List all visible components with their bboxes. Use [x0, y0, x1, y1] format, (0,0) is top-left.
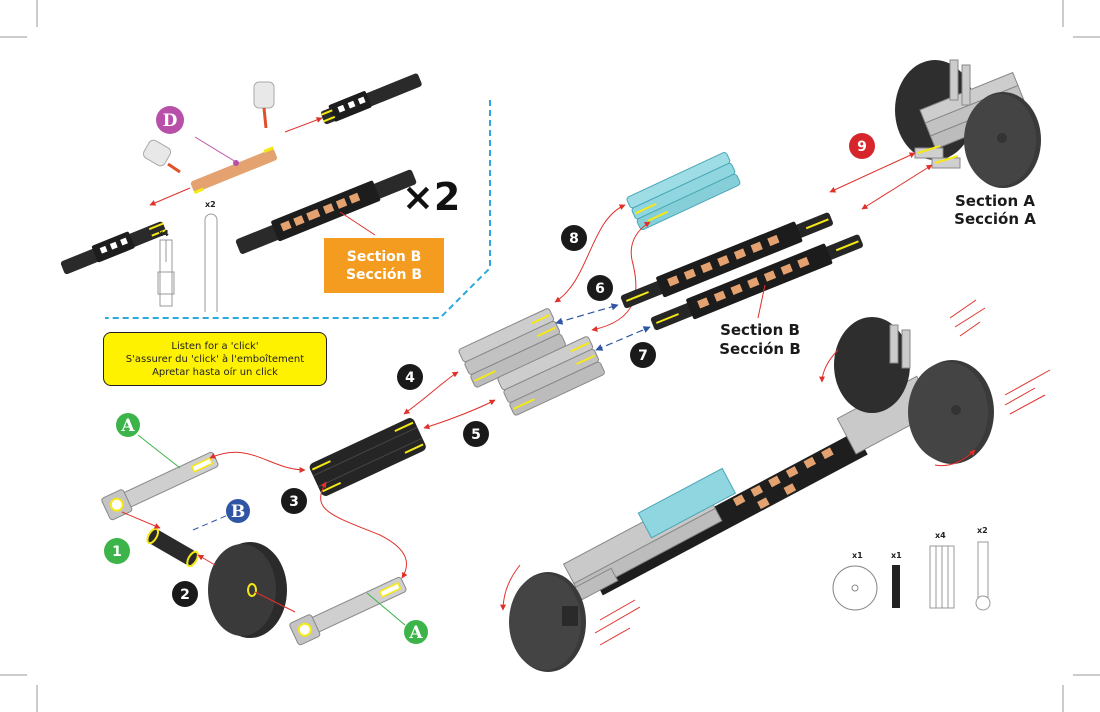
qty-label: x1: [852, 551, 863, 560]
grey-plate-stack-part: [497, 336, 605, 416]
step-badge-2: 2: [172, 581, 198, 607]
step-arrow: [423, 399, 496, 430]
step-badge-6: 6: [587, 275, 613, 301]
section-b-rail: [620, 212, 833, 309]
inset-copper-plate: [190, 146, 278, 195]
letter-badge-b: B: [226, 499, 250, 523]
letter-badge-d: D: [156, 106, 184, 134]
section-a-label: Section A: [955, 192, 1035, 210]
step-badge-1: 1: [104, 538, 130, 564]
inset-right-rail: [320, 73, 422, 125]
click-note-line: S'assurer du 'click' à l'emboîtement: [125, 353, 305, 365]
click-note: Listen for a 'click' S'assurer du 'click…: [103, 332, 327, 386]
step-badge-4: 4: [397, 364, 423, 390]
inset-left-rail: [60, 221, 167, 275]
step-arrow: [121, 511, 161, 529]
svg-text:1: 1: [112, 544, 122, 560]
svg-text:2: 2: [180, 587, 190, 603]
connector-pin-part: [157, 239, 175, 307]
inset-assembled-rail: [235, 169, 417, 254]
step-arrow: [595, 326, 651, 351]
step-arrow: [829, 152, 916, 193]
long-rod-part: [204, 213, 218, 312]
svg-text:8: 8: [569, 231, 579, 247]
svg-text:B: B: [231, 502, 245, 522]
leader-line: [366, 592, 406, 626]
motion-lines: [500, 299, 1051, 646]
qty-label: x1: [891, 551, 902, 560]
inset-section-b-label: Section B Sección B: [324, 238, 444, 293]
step-arrow: [861, 164, 933, 210]
svg-text:6: 6: [595, 281, 605, 297]
inset-divider: [105, 100, 491, 319]
parts-list-wheel: [832, 565, 878, 611]
step-arrow: [209, 451, 306, 473]
click-note-line: Listen for a 'click': [171, 340, 259, 352]
inset-arrow: [149, 187, 191, 206]
section-b-label: Sección B: [719, 340, 801, 358]
qty-label: x2: [205, 200, 216, 209]
svg-text:7: 7: [638, 348, 648, 364]
inset-section-b-line: Section B: [346, 248, 422, 265]
black-plate-part: [309, 418, 426, 496]
svg-text:A: A: [120, 416, 135, 436]
step-arrow: [254, 591, 296, 613]
inset-section-b-line: Sección B: [345, 266, 423, 283]
step-arrow: [320, 481, 408, 579]
letter-badge-a: A: [404, 620, 428, 644]
qty-label: x4: [935, 531, 946, 540]
parts-list-plate-stack: [929, 545, 955, 609]
parts-list: x1 x1 x4 x2: [832, 526, 991, 611]
parts-list-axle-arm: [975, 541, 991, 611]
step-arrow: [554, 204, 626, 303]
qty-label: x2: [977, 526, 988, 535]
multiplier-label: ×2: [402, 175, 461, 219]
svg-text:9: 9: [857, 139, 867, 155]
step-badge-5: 5: [463, 421, 489, 447]
svg-text:5: 5: [471, 427, 481, 443]
glue-bottle-icon: [142, 139, 181, 174]
section-b-label: Section B: [720, 321, 800, 339]
svg-text:A: A: [408, 623, 423, 643]
step-badge-7: 7: [630, 342, 656, 368]
parts-list-tube: [892, 565, 900, 608]
step-badge-3: 3: [281, 488, 307, 514]
step-arrow: [591, 221, 651, 332]
glue-bottle-icon: [253, 81, 275, 129]
axle-arm-part: [101, 451, 219, 521]
inset-arrow: [284, 117, 323, 133]
step-arrow: [555, 303, 619, 325]
click-note-line: Apretar hasta oír un click: [152, 366, 278, 378]
svg-text:4: 4: [405, 370, 415, 386]
leader-line: [137, 434, 181, 469]
completed-car: [509, 317, 994, 672]
step-arrow: [403, 371, 459, 415]
section-a-assembly: [895, 59, 1041, 188]
wheel-part: [208, 542, 287, 638]
svg-text:D: D: [163, 111, 178, 131]
axle-arm-part: [289, 576, 407, 646]
section-a-label: Sección A: [954, 210, 1036, 228]
qty-label: x4: [158, 229, 169, 238]
leader-line: [757, 284, 766, 319]
cyan-plate-stack-part: [626, 151, 741, 231]
leader-line: [194, 136, 237, 163]
section-b-rail: [650, 234, 863, 331]
letter-badge-a: A: [116, 413, 140, 437]
axle-tube-part: [146, 527, 199, 568]
step-arrow: [197, 554, 216, 566]
leader-line: [192, 514, 229, 531]
step-badge-9: 9: [849, 133, 875, 159]
leader-line: [339, 211, 376, 236]
grey-plate-stack-part: [458, 308, 566, 388]
svg-text:3: 3: [289, 494, 299, 510]
step-badge-8: 8: [561, 225, 587, 251]
